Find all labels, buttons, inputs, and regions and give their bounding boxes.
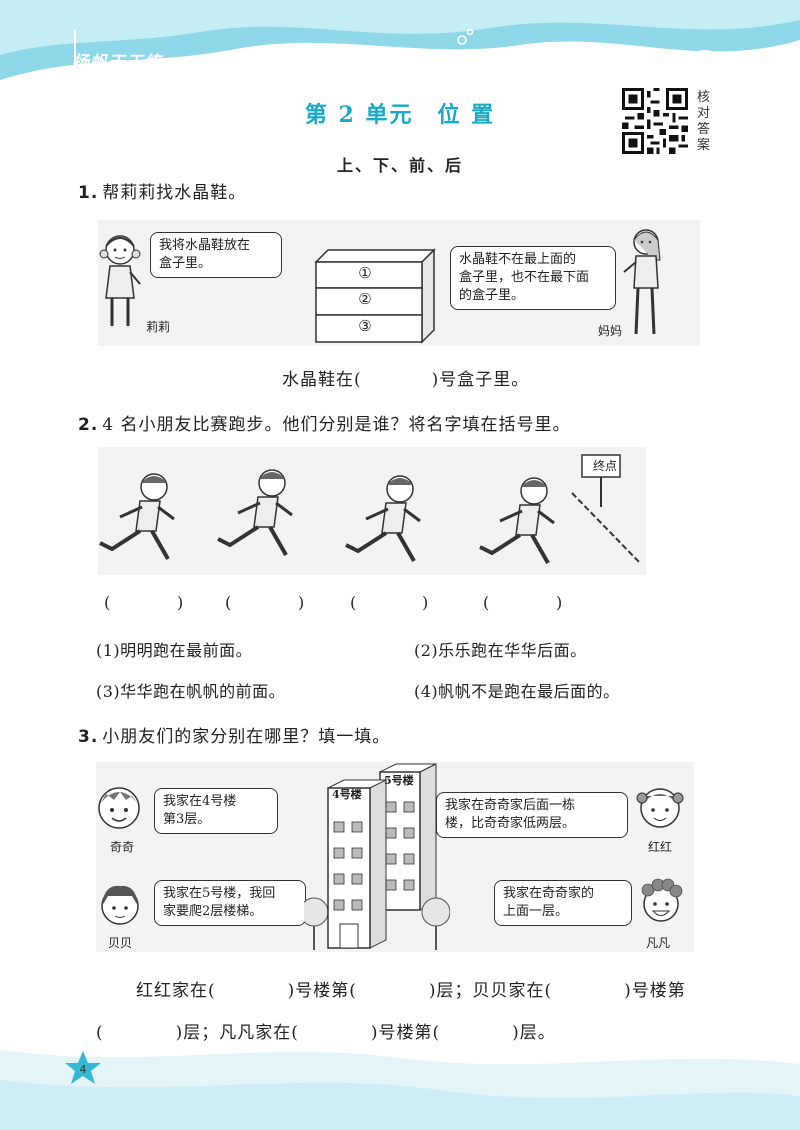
speech-bubble-beibei: 我家在5号楼，我回家要爬2层楼梯。 xyxy=(154,880,306,926)
child-beibei-illustration xyxy=(101,885,139,925)
clue-2: (2)乐乐跑在华华后面。 xyxy=(414,641,587,660)
name-label-beibei: 贝贝 xyxy=(108,936,133,950)
runner-2-illustration xyxy=(217,469,293,556)
brand-logo-text: 扬帆天天练 xyxy=(72,53,162,73)
runner-2-close-paren: ) xyxy=(298,593,305,612)
q1-figure: 莉莉 我将水晶鞋放在盒子里。 ① ② ③ 水晶鞋不在最上面的盒子里，也不在最下面… xyxy=(98,220,700,346)
clue-1: (1)明明跑在最前面。 xyxy=(96,641,253,660)
runner-3-illustration xyxy=(345,475,421,562)
fish-icon xyxy=(279,46,719,66)
box-number-3: ③ xyxy=(358,317,372,335)
runner-4-name-blank[interactable] xyxy=(491,592,555,614)
name-label-fanfan: 凡凡 xyxy=(646,936,671,950)
qr-code-icon[interactable] xyxy=(622,88,688,154)
unit-title: 第 2 单元 位 置 xyxy=(304,102,496,128)
runner-2-open-paren: ( xyxy=(225,593,232,612)
child-qiqi-illustration xyxy=(98,787,140,829)
speech-bubble-mom: 水晶鞋不在最上面的盒子里，也不在最下面的盒子里。 xyxy=(450,246,616,310)
runner-4-illustration xyxy=(479,477,555,564)
q3-answer-line-2[interactable]: ( )层；凡凡家在( )号楼第( )层。 xyxy=(96,1023,556,1043)
question-3-title: 3.小朋友们的家分别在哪里？填一填。 xyxy=(78,727,391,747)
stacked-boxes xyxy=(314,248,436,344)
section-subtitle: 上、下、前、后 xyxy=(336,156,463,175)
girl-lili-illustration xyxy=(99,235,141,326)
speech-bubble-honghong: 我家在奇奇家后面一栋楼，比奇奇家低两层。 xyxy=(436,792,628,838)
building-5-label: 5号楼 xyxy=(384,774,414,787)
question-1-title: 1.帮莉莉找水晶鞋。 xyxy=(78,183,247,203)
buildings-illustration xyxy=(304,763,450,950)
runner-4-close-paren: ) xyxy=(556,593,563,612)
q3-answer-line-1[interactable]: 红红家在( )号楼第( )层；贝贝家在( )号楼第 xyxy=(136,981,686,1001)
child-honghong-illustration xyxy=(636,788,684,828)
bubble-icon xyxy=(457,28,474,45)
q3-figure: 奇奇 我家在4号楼第3层。 贝贝 我家在5号楼，我回家要爬2层楼梯。 xyxy=(96,762,694,952)
building-4-label: 4号楼 xyxy=(332,788,362,801)
name-label-mom: 妈妈 xyxy=(598,324,623,338)
header-wave xyxy=(0,0,800,80)
name-label-qiqi: 奇奇 xyxy=(110,840,135,854)
runner-1-name-blank[interactable] xyxy=(112,592,176,614)
runner-1-close-paren: ) xyxy=(177,593,184,612)
clue-4: (4)帆帆不是跑在最后面的。 xyxy=(414,682,620,701)
runner-1-open-paren: ( xyxy=(104,593,111,612)
name-label-lili: 莉莉 xyxy=(146,320,171,334)
footer-wave xyxy=(0,1050,800,1130)
q2-figure: 终点 xyxy=(98,447,646,575)
mom-illustration xyxy=(623,229,661,335)
runner-1-illustration xyxy=(99,473,175,560)
speech-bubble-lili: 我将水晶鞋放在盒子里。 xyxy=(150,232,282,278)
q1-answer-line: 水晶鞋在()号盒子里。 xyxy=(282,370,530,390)
clue-3: (3)华华跑在帆帆的前面。 xyxy=(96,682,286,701)
runner-3-close-paren: ) xyxy=(422,593,429,612)
box-number-2: ② xyxy=(358,290,372,308)
name-label-honghong: 红红 xyxy=(648,840,673,854)
runner-3-name-blank[interactable] xyxy=(358,592,420,614)
runner-3-open-paren: ( xyxy=(350,593,357,612)
star-icon xyxy=(65,1051,101,1084)
finish-sign-label: 终点 xyxy=(592,459,617,473)
speech-bubble-fanfan: 我家在奇奇家的上面一层。 xyxy=(494,880,632,926)
speech-bubble-qiqi: 我家在4号楼第3层。 xyxy=(154,788,278,834)
child-fanfan-illustration xyxy=(641,878,683,922)
page-number: 4 xyxy=(79,1063,87,1076)
finish-line-illustration xyxy=(571,454,641,564)
qr-answer-label: 核对答案 xyxy=(697,90,711,153)
question-2-title: 2.4 名小朋友比赛跑步。他们分别是谁？将名字填在括号里。 xyxy=(78,415,571,435)
box-number-1: ① xyxy=(358,264,372,282)
runner-4-open-paren: ( xyxy=(483,593,490,612)
runner-2-name-blank[interactable] xyxy=(233,592,297,614)
